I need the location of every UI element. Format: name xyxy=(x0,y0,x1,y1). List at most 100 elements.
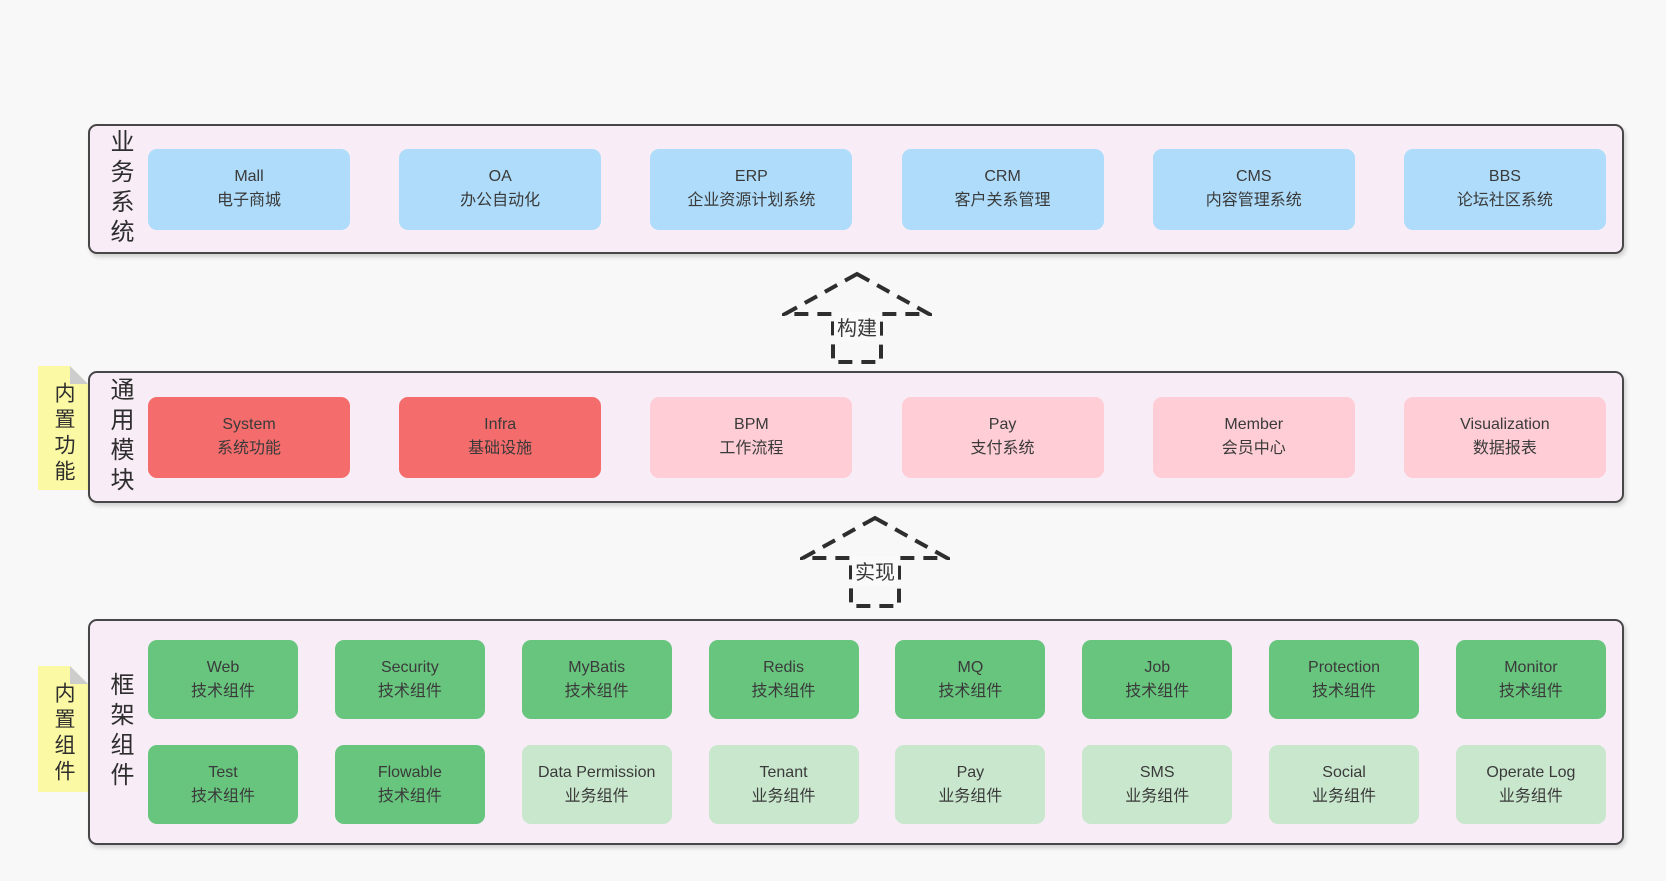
box-title: Operate Log xyxy=(1486,763,1576,781)
common-modules-label: 通用模块 xyxy=(106,377,133,497)
box-pay-biz: Pay 业务组件 xyxy=(895,745,1046,824)
box-social: Social 业务组件 xyxy=(1269,745,1420,824)
business-systems-panel: 业务系统 Mall 电子商城 OA 办公自动化 ERP 企业资源计划系统 CRM… xyxy=(88,124,1624,254)
box-flowable: Flowable 技术组件 xyxy=(334,745,485,824)
box-title: CMS xyxy=(1235,168,1272,185)
box-subtitle: 技术组件 xyxy=(564,682,629,700)
framework-components-rows: Web 技术组件 Security 技术组件 MyBatis 技术组件 Redi… xyxy=(148,640,1606,824)
box-subtitle: 技术组件 xyxy=(190,682,255,700)
box-title: ERP xyxy=(734,168,768,185)
box-cms: CMS 内容管理系统 xyxy=(1152,148,1355,230)
box-title: CRM xyxy=(984,168,1021,185)
box-title: Data Permission xyxy=(538,763,656,781)
box-subtitle: 支付系统 xyxy=(970,440,1035,457)
box-mq: MQ 技术组件 xyxy=(895,640,1046,719)
build-arrow: 构建 xyxy=(782,270,932,366)
box-title: Security xyxy=(380,658,439,676)
box-title: Visualization xyxy=(1460,416,1550,433)
box-title: Web xyxy=(206,658,240,676)
common-modules-panel: 通用模块 System 系统功能 Infra 基础设施 BPM 工作流程 Pay… xyxy=(88,371,1624,503)
box-data-permission: Data Permission 业务组件 xyxy=(521,745,672,824)
box-subtitle: 工作流程 xyxy=(719,440,784,457)
box-title: Pay xyxy=(988,416,1017,433)
box-mall: Mall 电子商城 xyxy=(148,148,350,230)
box-title: Monitor xyxy=(1504,658,1558,676)
box-title: Mall xyxy=(234,168,264,185)
box-title: MQ xyxy=(957,658,984,676)
box-bpm: BPM 工作流程 xyxy=(650,396,853,478)
box-security: Security 技术组件 xyxy=(334,640,485,719)
box-subtitle: 业务组件 xyxy=(1498,787,1563,805)
box-title: Redis xyxy=(763,658,804,676)
box-subtitle: 系统功能 xyxy=(216,440,281,457)
box-subtitle: 业务组件 xyxy=(564,787,629,805)
common-modules-row: System 系统功能 Infra 基础设施 BPM 工作流程 Pay 支付系统… xyxy=(148,373,1606,501)
box-title: Test xyxy=(208,763,238,781)
box-visualization: Visualization 数据报表 xyxy=(1403,396,1606,478)
implement-arrow: 实现 xyxy=(800,514,950,610)
box-subtitle: 会员中心 xyxy=(1221,440,1286,457)
box-redis: Redis 技术组件 xyxy=(708,640,859,719)
implement-arrow-label: 实现 xyxy=(852,556,898,585)
box-subtitle: 数据报表 xyxy=(1472,440,1537,457)
box-bbs: BBS 论坛社区系统 xyxy=(1403,148,1606,230)
business-systems-row: Mall 电子商城 OA 办公自动化 ERP 企业资源计划系统 CRM 客户关系… xyxy=(148,126,1606,252)
box-title: SMS xyxy=(1139,763,1175,781)
box-tenant: Tenant 业务组件 xyxy=(708,745,859,824)
build-arrow-label: 构建 xyxy=(834,312,880,341)
box-subtitle: 业务组件 xyxy=(1312,787,1377,805)
box-system: System 系统功能 xyxy=(148,396,350,478)
box-title: Protection xyxy=(1308,658,1381,676)
sticky-note-builtin-components: 内置组件 xyxy=(38,666,88,792)
box-subtitle: 技术组件 xyxy=(377,787,442,805)
framework-components-panel: 框架组件 Web 技术组件 Security 技术组件 MyBatis 技术组件… xyxy=(88,619,1624,845)
box-protection: Protection 技术组件 xyxy=(1269,640,1420,719)
box-title: BBS xyxy=(1488,168,1521,185)
sticky-note-label: 内置组件 xyxy=(52,682,75,786)
box-erp: ERP 企业资源计划系统 xyxy=(650,148,853,230)
box-title: Infra xyxy=(484,416,517,433)
box-title: OA xyxy=(488,168,512,185)
sticky-note-builtin-features: 内置功能 xyxy=(38,366,88,490)
box-sms: SMS 业务组件 xyxy=(1082,745,1233,824)
box-subtitle: 基础设施 xyxy=(468,440,533,457)
box-subtitle: 企业资源计划系统 xyxy=(687,192,816,209)
box-subtitle: 技术组件 xyxy=(377,682,442,700)
box-subtitle: 电子商城 xyxy=(216,192,281,209)
sticky-note-label: 内置功能 xyxy=(52,382,75,486)
box-title: Job xyxy=(1144,658,1171,676)
box-test: Test 技术组件 xyxy=(148,745,298,824)
box-title: Member xyxy=(1224,416,1284,433)
box-oa: OA 办公自动化 xyxy=(399,148,602,230)
box-subtitle: 客户关系管理 xyxy=(954,192,1051,209)
box-subtitle: 技术组件 xyxy=(751,682,816,700)
box-web: Web 技术组件 xyxy=(148,640,298,719)
box-operate-log: Operate Log 业务组件 xyxy=(1455,745,1606,824)
box-subtitle: 内容管理系统 xyxy=(1205,192,1302,209)
tech-components-row: Web 技术组件 Security 技术组件 MyBatis 技术组件 Redi… xyxy=(148,640,1606,719)
box-title: MyBatis xyxy=(568,658,626,676)
box-subtitle: 业务组件 xyxy=(1125,787,1190,805)
box-pay: Pay 支付系统 xyxy=(901,396,1104,478)
box-subtitle: 业务组件 xyxy=(751,787,816,805)
box-mybatis: MyBatis 技术组件 xyxy=(521,640,672,719)
box-subtitle: 技术组件 xyxy=(1125,682,1190,700)
box-crm: CRM 客户关系管理 xyxy=(901,148,1104,230)
box-job: Job 技术组件 xyxy=(1082,640,1233,719)
box-title: System xyxy=(222,416,276,433)
box-subtitle: 论坛社区系统 xyxy=(1456,192,1553,209)
box-title: BPM xyxy=(734,416,769,433)
box-subtitle: 技术组件 xyxy=(1312,682,1377,700)
box-subtitle: 技术组件 xyxy=(1498,682,1563,700)
biz-components-row: Test 技术组件 Flowable 技术组件 Data Permission … xyxy=(148,745,1606,824)
box-title: Tenant xyxy=(759,763,808,781)
box-subtitle: 技术组件 xyxy=(190,787,255,805)
box-infra: Infra 基础设施 xyxy=(399,396,602,478)
box-title: Flowable xyxy=(377,763,442,781)
box-subtitle: 技术组件 xyxy=(938,682,1003,700)
box-member: Member 会员中心 xyxy=(1152,396,1355,478)
box-subtitle: 办公自动化 xyxy=(460,192,541,209)
box-title: Social xyxy=(1322,763,1366,781)
box-monitor: Monitor 技术组件 xyxy=(1455,640,1606,719)
framework-components-label: 框架组件 xyxy=(106,672,133,792)
